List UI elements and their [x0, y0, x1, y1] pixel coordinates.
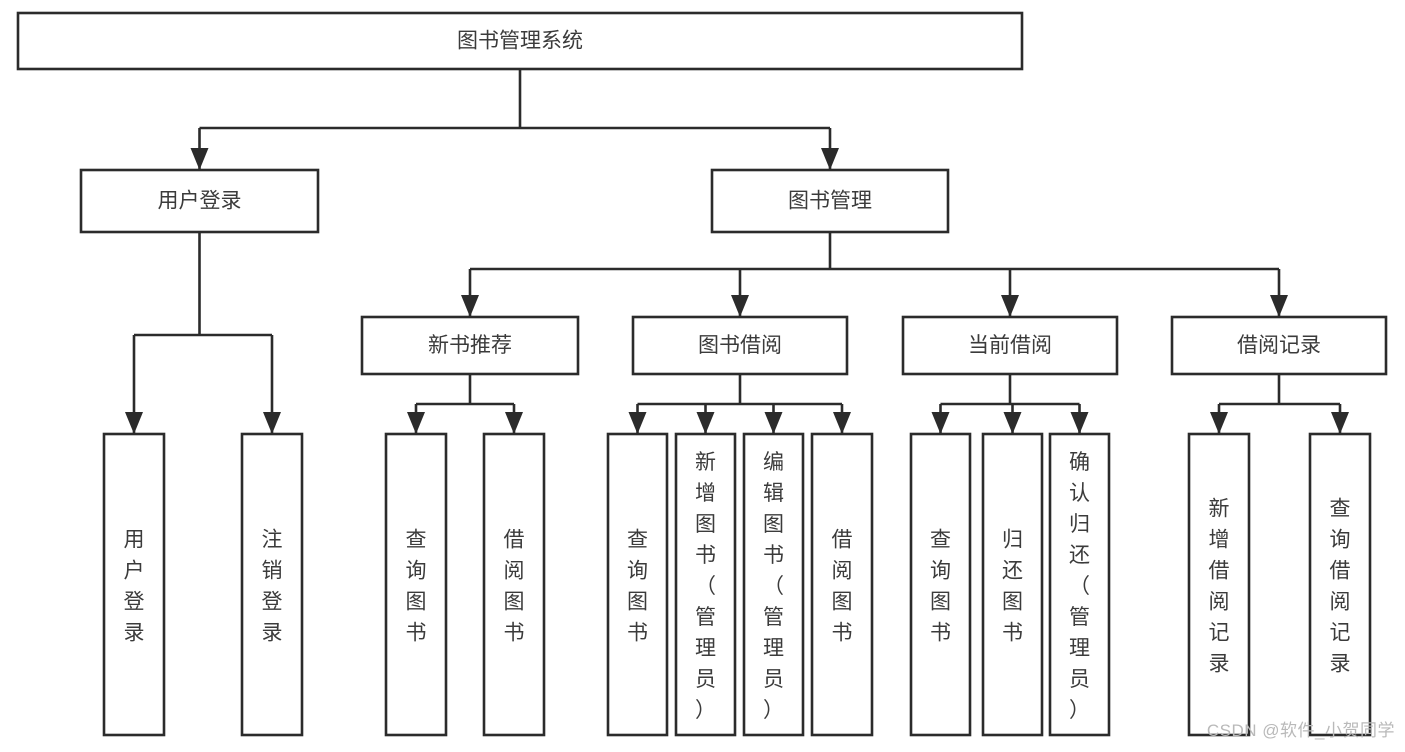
node-label-leaf-add-book: 新增图书（管理员） [695, 451, 716, 722]
node-leaf-query-record[interactable]: 查询借阅记录 [1308, 432, 1372, 737]
node-label-leaf-query-record: 查询借阅记录 [1330, 498, 1351, 676]
node-box-leaf-user-login[interactable] [102, 432, 166, 737]
node-label-leaf-confirm-return: 确认归还（管理员） [1069, 451, 1090, 722]
arrow-head-icon [190, 148, 209, 170]
node-label-leaf-add-record: 新增借阅记录 [1209, 498, 1230, 676]
connector-layer [125, 69, 1349, 434]
node-box-borrow-record[interactable] [1170, 315, 1388, 376]
node-box-leaf-edit-book[interactable] [742, 432, 805, 737]
arrow-head-icon [125, 412, 143, 434]
node-box-book-manage[interactable] [710, 168, 950, 234]
arrow-head-icon [1210, 412, 1228, 434]
node-label-leaf-borrow-book-1: 借阅图书 [504, 529, 525, 645]
node-leaf-query-book-1[interactable]: 查询图书 [384, 432, 448, 737]
arrow-head-icon [461, 295, 479, 317]
node-layer: 图书管理系统用户登录图书管理新书推荐图书借阅当前借阅借阅记录用户登录注销登录查询… [16, 11, 1388, 737]
node-label-book-borrow: 图书借阅 [698, 334, 782, 357]
node-box-leaf-confirm-return[interactable] [1048, 432, 1111, 737]
node-label-leaf-query-book-3: 查询图书 [930, 529, 951, 645]
node-leaf-query-book-3[interactable]: 查询图书 [909, 432, 972, 737]
node-label-book-manage: 图书管理 [788, 190, 872, 213]
arrow-head-icon [833, 412, 851, 434]
node-box-book-borrow[interactable] [631, 315, 849, 376]
node-box-leaf-borrow-book-1[interactable] [482, 432, 546, 737]
arrow-head-icon [1331, 412, 1349, 434]
node-current-borrow[interactable]: 当前借阅 [901, 315, 1119, 376]
arrow-head-icon [764, 412, 783, 434]
arrow-head-icon [931, 412, 950, 434]
node-label-user-login: 用户登录 [158, 190, 242, 213]
arrow-head-icon [1003, 412, 1022, 434]
node-leaf-add-record[interactable]: 新增借阅记录 [1187, 432, 1251, 737]
node-label-root: 图书管理系统 [457, 30, 583, 53]
node-leaf-confirm-return[interactable]: 确认归还（管理员） [1048, 432, 1111, 737]
node-leaf-user-logout[interactable]: 注销登录 [240, 432, 304, 737]
node-leaf-user-login[interactable]: 用户登录 [102, 432, 166, 737]
node-label-borrow-record: 借阅记录 [1237, 334, 1321, 357]
node-user-login[interactable]: 用户登录 [79, 168, 320, 234]
arrow-head-icon [407, 412, 425, 434]
node-label-leaf-return-book: 归还图书 [1002, 529, 1023, 645]
node-label-current-borrow: 当前借阅 [968, 334, 1052, 357]
node-leaf-borrow-book-1[interactable]: 借阅图书 [482, 432, 546, 737]
arrow-head-icon [505, 412, 523, 434]
node-box-root[interactable] [16, 11, 1024, 71]
node-label-leaf-user-logout: 注销登录 [262, 529, 283, 645]
node-label-leaf-query-book-1: 查询图书 [406, 529, 427, 645]
node-label-new-book-rec: 新书推荐 [428, 334, 512, 357]
node-label-leaf-edit-book: 编辑图书（管理员） [763, 451, 784, 722]
node-box-leaf-query-book-2[interactable] [606, 432, 669, 737]
node-label-leaf-user-login: 用户登录 [124, 529, 145, 645]
node-box-leaf-query-book-1[interactable] [384, 432, 448, 737]
node-label-leaf-query-book-2: 查询图书 [627, 529, 648, 645]
node-box-leaf-query-book-3[interactable] [909, 432, 972, 737]
arrow-head-icon [731, 295, 749, 317]
arrow-head-icon [263, 412, 281, 434]
node-root[interactable]: 图书管理系统 [16, 11, 1024, 71]
node-leaf-add-book[interactable]: 新增图书（管理员） [674, 432, 737, 737]
node-box-leaf-user-logout[interactable] [240, 432, 304, 737]
node-leaf-return-book[interactable]: 归还图书 [981, 432, 1044, 737]
node-book-manage[interactable]: 图书管理 [710, 168, 950, 234]
node-box-current-borrow[interactable] [901, 315, 1119, 376]
arrow-head-icon [1070, 412, 1089, 434]
node-box-leaf-add-book[interactable] [674, 432, 737, 737]
node-box-leaf-add-record[interactable] [1187, 432, 1251, 737]
node-box-leaf-query-record[interactable] [1308, 432, 1372, 737]
node-box-leaf-return-book[interactable] [981, 432, 1044, 737]
arrow-head-icon [1270, 295, 1288, 317]
node-box-new-book-rec[interactable] [360, 315, 580, 376]
node-leaf-edit-book[interactable]: 编辑图书（管理员） [742, 432, 805, 737]
node-box-leaf-borrow-book-2[interactable] [810, 432, 874, 737]
node-leaf-query-book-2[interactable]: 查询图书 [606, 432, 669, 737]
node-borrow-record[interactable]: 借阅记录 [1170, 315, 1388, 376]
node-label-leaf-borrow-book-2: 借阅图书 [832, 529, 853, 645]
node-book-borrow[interactable]: 图书借阅 [631, 315, 849, 376]
arrow-head-icon [628, 412, 647, 434]
arrow-head-icon [696, 412, 715, 434]
node-leaf-borrow-book-2[interactable]: 借阅图书 [810, 432, 874, 737]
arrow-head-icon [1001, 295, 1019, 317]
arrow-head-icon [821, 148, 839, 170]
node-box-user-login[interactable] [79, 168, 320, 234]
node-new-book-rec[interactable]: 新书推荐 [360, 315, 580, 376]
